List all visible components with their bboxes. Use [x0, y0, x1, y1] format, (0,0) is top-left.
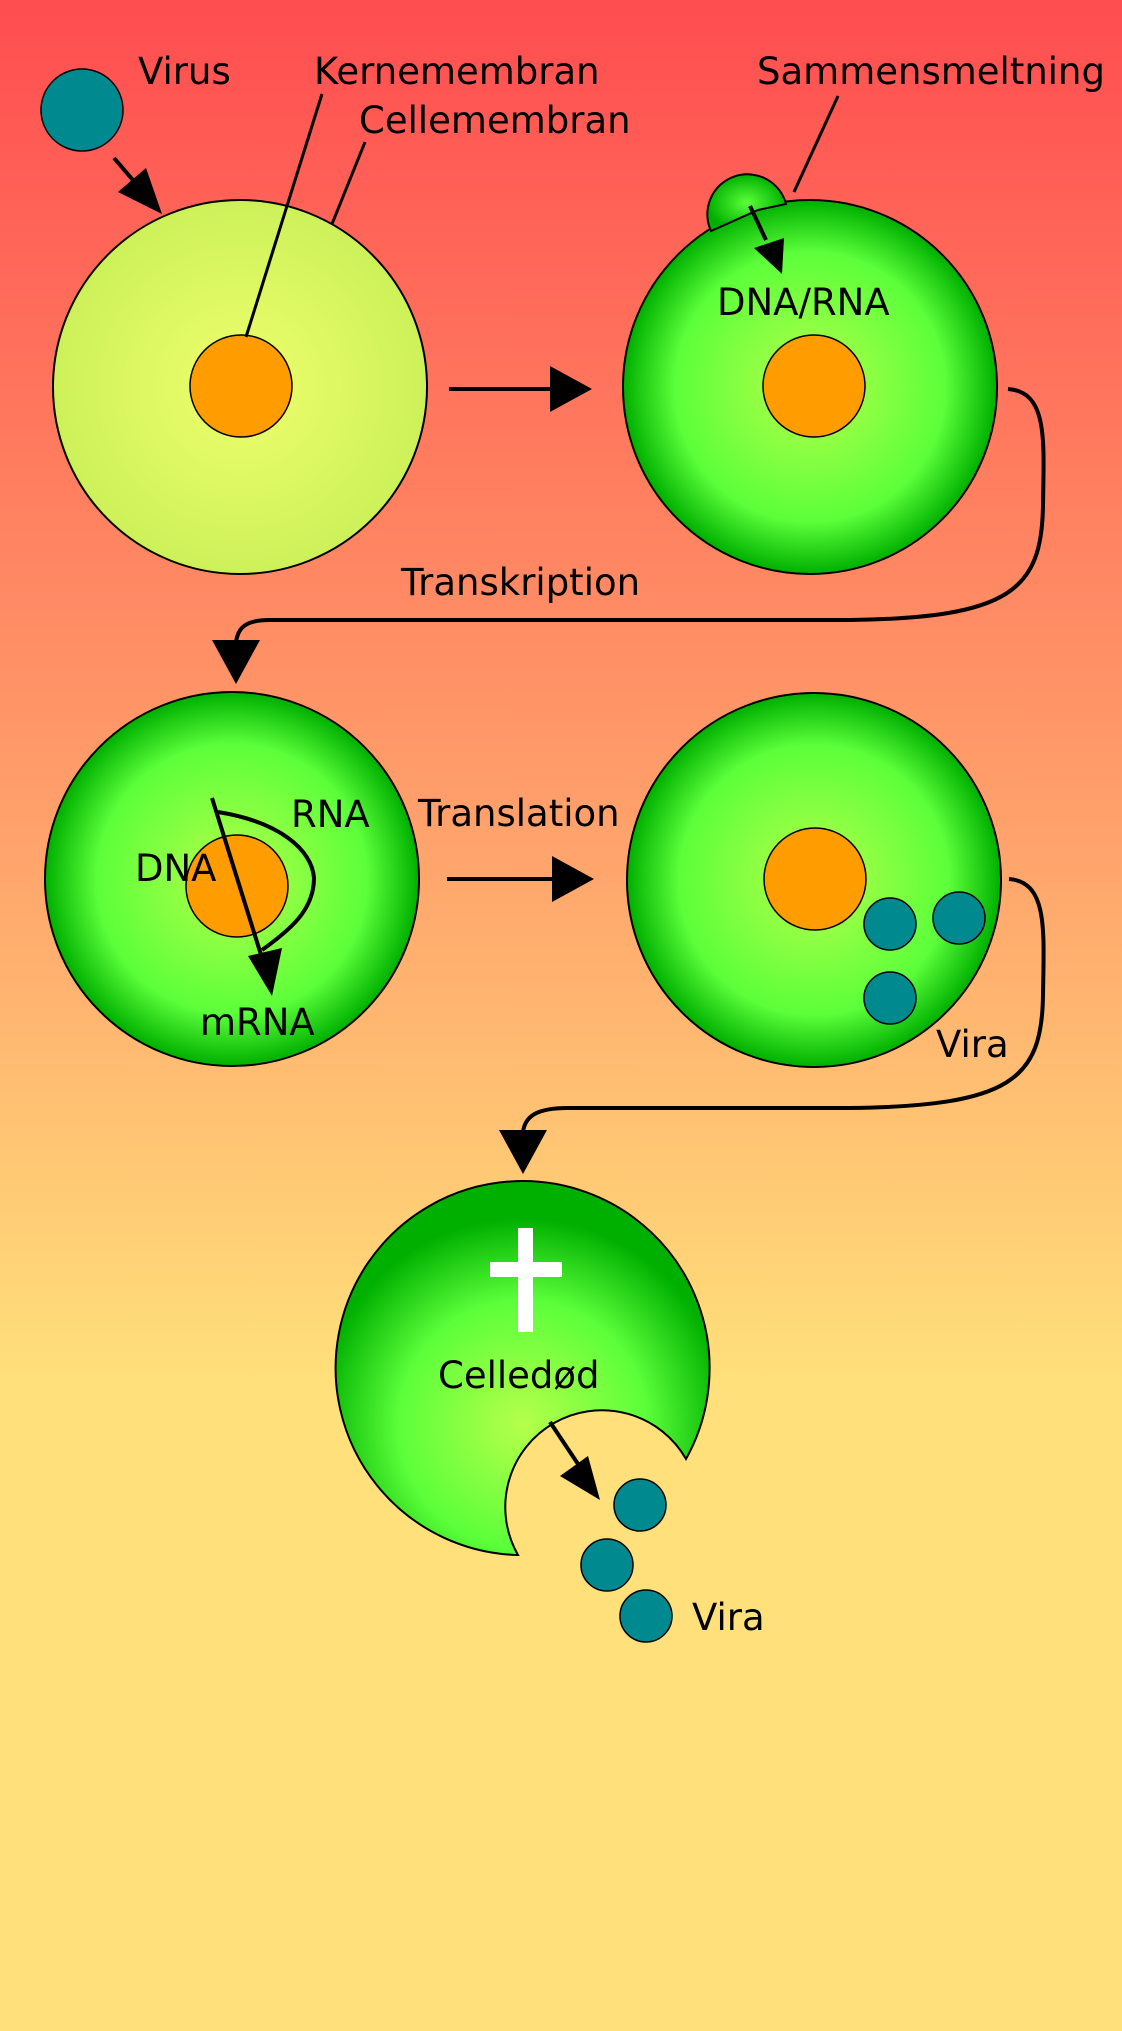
label-vira-in-cell: Vira: [936, 1023, 1009, 1066]
label-nuclear-membrane: Kernemembran: [314, 50, 600, 93]
arrow-virus-to-cell: [112, 156, 162, 214]
rna-strand-loop: [217, 810, 317, 952]
new-virus: [863, 897, 917, 951]
healthy-cell-nucleus: [189, 334, 293, 438]
label-dna-rna: DNA/RNA: [717, 281, 890, 324]
arrow-stage3-to-stage4: [447, 856, 594, 902]
label-mrna: mRNA: [200, 1001, 315, 1044]
dying-cell: [334, 1180, 711, 1557]
new-virus: [863, 971, 917, 1025]
connector-stage2-to-stage3: [212, 387, 1046, 684]
pointer-nuclear-membrane: [244, 93, 324, 338]
label-fusion: Sammensmeltning: [757, 50, 1105, 93]
label-cell-death: Celledød: [438, 1354, 600, 1397]
released-virus: [580, 1538, 634, 1592]
cell-death-cross: [490, 1228, 562, 1332]
label-rna: RNA: [291, 793, 370, 836]
arrow-mrna: [210, 797, 282, 996]
translation-nucleus: [763, 827, 867, 931]
new-virus: [932, 891, 986, 945]
label-cell-membrane: Cellemembran: [359, 99, 631, 142]
arrow-virus-release: [548, 1420, 600, 1500]
connector-stage4-to-stage5: [499, 877, 1046, 1174]
label-translation: Translation: [417, 792, 620, 835]
infected-cell-fusion-nucleus: [762, 334, 866, 438]
pointer-cell-membrane: [330, 141, 367, 225]
free-virus: [40, 68, 124, 152]
pointer-fusion: [792, 95, 840, 193]
fusing-virus-bud: [706, 173, 788, 233]
released-virus: [619, 1589, 673, 1643]
label-transcription: Transkription: [400, 561, 640, 604]
label-dna: DNA: [135, 847, 216, 890]
arrow-stage1-to-stage2: [449, 366, 592, 412]
transcription-nucleus: [185, 834, 289, 938]
label-virus: Virus: [138, 50, 231, 93]
released-virus: [613, 1478, 667, 1532]
arrow-genome-injection: [748, 205, 784, 274]
label-vira-released: Vira: [692, 1596, 765, 1639]
